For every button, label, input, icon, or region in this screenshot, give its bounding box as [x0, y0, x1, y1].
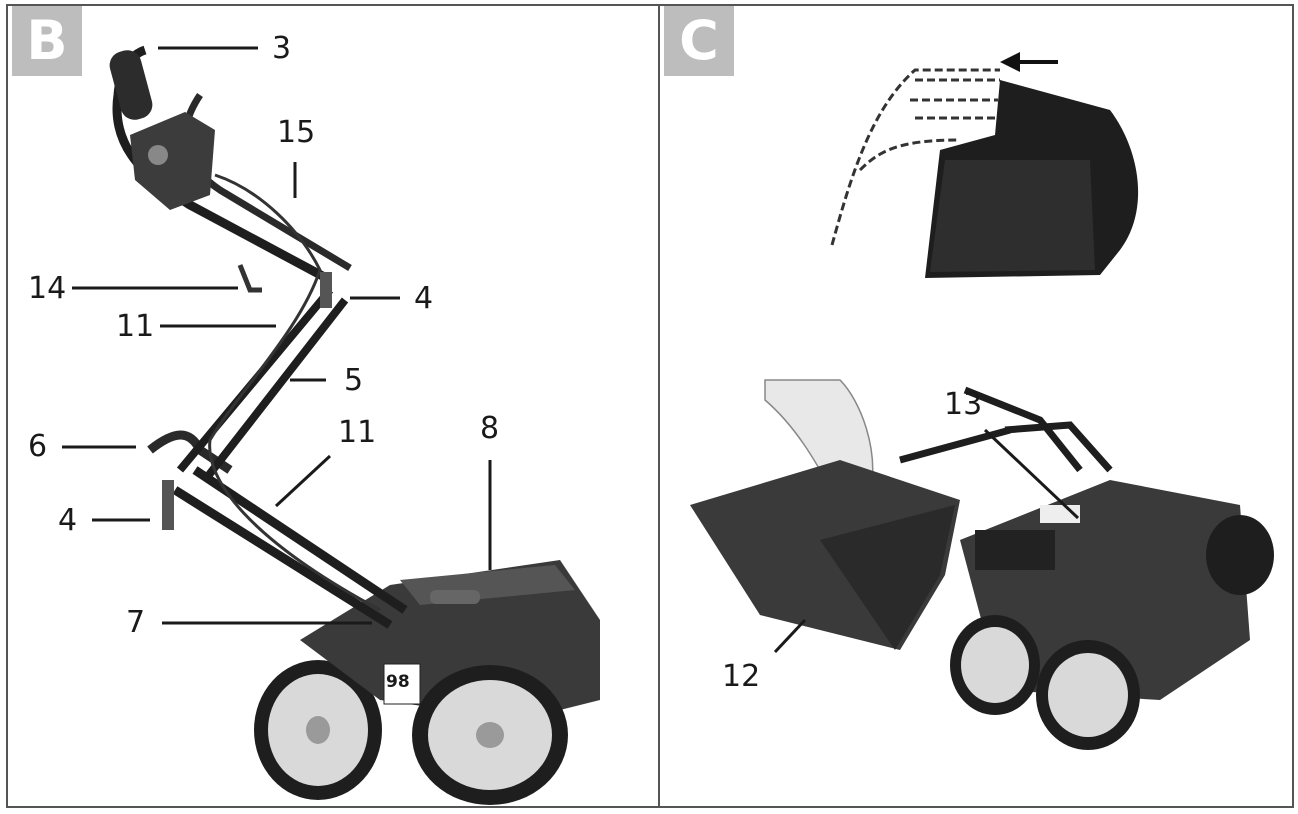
callout-14: 14: [28, 271, 67, 306]
decal-text: 98: [386, 672, 410, 692]
safety-button: [148, 145, 168, 165]
height-adjust-lever: [430, 590, 480, 604]
power-cable: [208, 173, 381, 612]
bag-frame-wire: [830, 68, 1000, 246]
callout-13: 13: [944, 387, 983, 422]
callout-11-lower: 11: [338, 415, 377, 450]
callout-5: 5: [344, 363, 364, 398]
switch-box: [130, 112, 215, 210]
callout-6: 6: [28, 429, 48, 464]
wheels-c: [950, 515, 1274, 750]
motor-cover: [975, 530, 1055, 570]
middle-handle: [176, 287, 349, 483]
rear-wheel: [254, 660, 382, 800]
leader-lines-c: [773, 428, 1080, 654]
callout-11-upper: 11: [116, 309, 155, 344]
scarifier-folded-illustration: [62, 45, 600, 805]
quick-release-lever-upper: [320, 272, 332, 308]
callout-15: 15: [277, 115, 316, 150]
callout-4-lower: 4: [58, 503, 78, 538]
sound-level-decal: [383, 663, 421, 705]
panel-badge-b: B: [12, 6, 82, 76]
front-wheel: [412, 665, 568, 805]
callout-8: 8: [480, 411, 500, 446]
insert-direction-arrow: [1000, 52, 1058, 72]
callout-3: 3: [272, 31, 292, 66]
cable-strain-relief: [237, 264, 262, 293]
grass-bag-detail-illustration: [690, 52, 1274, 750]
handle-grip: [109, 50, 153, 120]
quick-release-lever-lower: [162, 480, 174, 530]
lower-handle: [172, 466, 408, 629]
panel-badge-c: C: [664, 6, 734, 76]
callout-12: 12: [722, 659, 761, 694]
leader-lines-b: [62, 46, 492, 625]
handle-c: [899, 386, 1113, 473]
callout-7: 7: [126, 605, 146, 640]
callout-4-upper: 4: [414, 281, 434, 316]
